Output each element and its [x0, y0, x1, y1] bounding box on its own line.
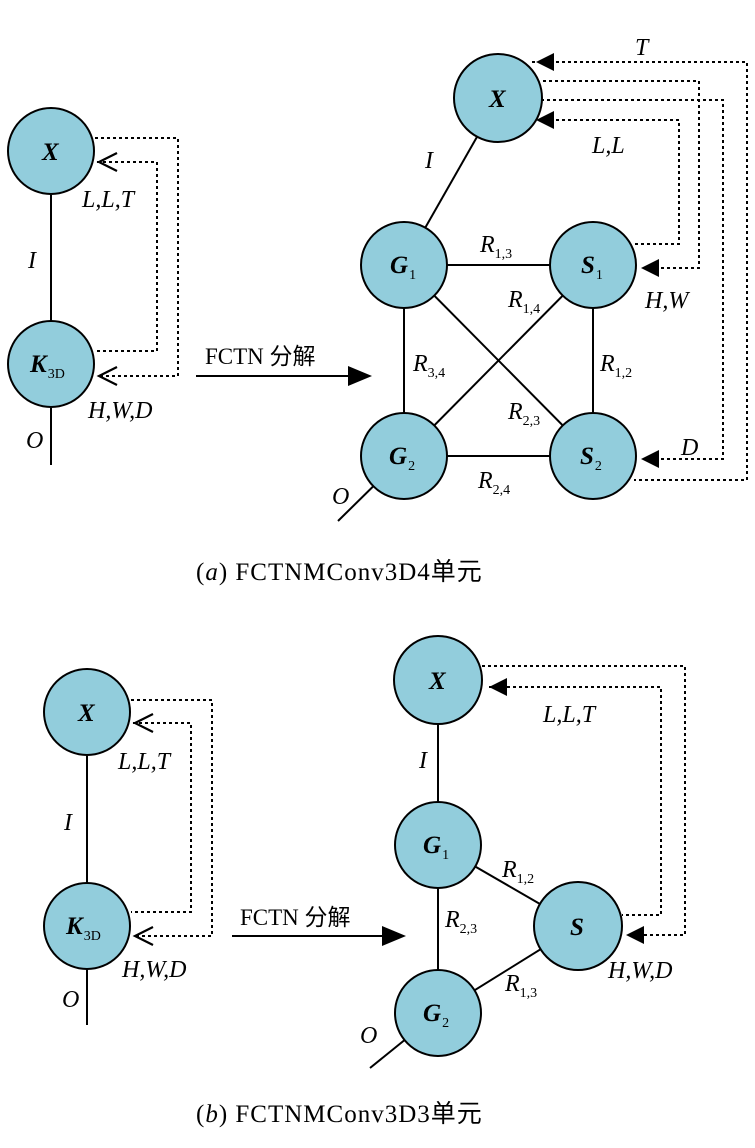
label-node-g2-a: G2 — [389, 443, 415, 474]
dash-outer-left-a — [95, 137, 179, 377]
arrowhead-left-b-k — [132, 926, 154, 946]
label-hwd-left-b: H,W,D — [121, 957, 186, 983]
label-node-g1-a: G1 — [390, 252, 416, 283]
arrowhead-ll-a — [536, 111, 554, 129]
label-llt-left-a: L,L,T — [81, 187, 136, 213]
node-x-right-b — [393, 635, 483, 725]
label-r34-a: R3,4 — [412, 351, 445, 381]
label-node-k-left-a: K3D — [29, 351, 65, 382]
caption-a: (a) FCTNMConv3D4单元 — [196, 558, 483, 586]
node-x-left-b — [43, 668, 131, 756]
node-g2-b — [394, 969, 482, 1057]
dash-inner-left-b — [131, 722, 192, 913]
dash-outer-left-b — [131, 699, 213, 937]
label-node-s1-a: S1 — [581, 252, 603, 283]
label-hw-a: H,W — [644, 288, 690, 314]
label-edge-o-left-a: O — [26, 428, 43, 454]
label-r14-a: R1,4 — [507, 287, 540, 317]
fctn-arrow-a-head — [348, 366, 372, 386]
arrowhead-left-a-k — [96, 366, 118, 386]
label-node-g2-b: G2 — [423, 1000, 449, 1031]
label-node-x-right-b: X — [428, 668, 447, 695]
label-node-s-b: S — [570, 914, 584, 941]
label-node-x-left-b: X — [77, 700, 96, 727]
arrowhead-left-a-x — [96, 152, 118, 172]
label-node-s2-a: S2 — [580, 443, 602, 474]
arrow-label-a: FCTN 分解 — [205, 344, 316, 369]
label-edge-i-left-a: I — [27, 248, 37, 274]
label-node-k-left-b: K3D — [65, 913, 101, 944]
label-r24-a: R2,4 — [477, 468, 510, 498]
fctn-arrow-b-head — [382, 926, 406, 946]
label-r12-a: R1,2 — [599, 351, 632, 381]
arrow-label-b: FCTN 分解 — [240, 905, 351, 930]
label-edge-i-right-b: I — [418, 748, 428, 774]
dash-d-loop-a — [542, 99, 724, 460]
node-k3d-left-a — [7, 320, 95, 408]
label-node-x-right-a: X — [488, 86, 507, 113]
label-edge-o-left-b: O — [62, 987, 79, 1013]
label-llt-right-b: L,L,T — [542, 702, 597, 728]
label-r13-a: R1,3 — [479, 232, 512, 262]
label-r23-a: R2,3 — [507, 399, 540, 429]
caption-b: (b) FCTNMConv3D3单元 — [196, 1100, 483, 1128]
label-r12-b: R1,2 — [501, 857, 534, 887]
label-edge-i-left-b: I — [63, 810, 73, 836]
node-g1-a — [360, 221, 448, 309]
node-s1-a — [549, 221, 637, 309]
node-x-left-a — [7, 107, 95, 195]
node-g1-b — [394, 801, 482, 889]
arrowhead-x-right-b — [489, 678, 507, 696]
arrowhead-d-a — [641, 450, 659, 468]
node-g2-a — [360, 412, 448, 500]
arrowhead-t-a — [536, 53, 554, 71]
label-edge-o-right-a: O — [332, 484, 349, 510]
dash-outer-right-b — [482, 665, 686, 936]
label-edge-i-right-a: I — [424, 148, 434, 174]
label-hwd-left-a: H,W,D — [87, 398, 152, 424]
label-r23-b: R2,3 — [444, 907, 477, 937]
label-llt-left-b: L,L,T — [117, 749, 172, 775]
label-node-g1-b: G1 — [423, 832, 449, 863]
edge-s1-g2-a — [403, 264, 594, 457]
label-ll-a: L,L — [591, 133, 625, 159]
label-t-a: T — [635, 35, 650, 61]
dash-inner-right-b — [489, 686, 662, 916]
arrowhead-s-right-b — [626, 926, 644, 944]
node-s-b — [533, 881, 623, 971]
dash-inner-left-a — [95, 161, 158, 352]
node-k3d-left-b — [43, 882, 131, 970]
node-x-right-a — [453, 53, 543, 143]
label-edge-o-right-b: O — [360, 1023, 377, 1049]
label-node-x-left-a: X — [41, 139, 60, 166]
label-r13-b: R1,3 — [504, 971, 537, 1001]
arrowhead-left-b-x — [132, 713, 154, 733]
arrowhead-hw-a — [641, 259, 659, 277]
label-hwd-right-b: H,W,D — [607, 958, 672, 984]
node-s2-a — [549, 412, 637, 500]
panel-a: X K3D I O L,L,T H,W,D FCTN 分解 X — [7, 35, 748, 586]
label-d-a: D — [680, 435, 698, 461]
panel-b: X K3D I O L,L,T H,W,D FCTN 分解 X G1 S G2 … — [43, 635, 686, 1128]
dash-ll-loop-a — [532, 119, 680, 245]
